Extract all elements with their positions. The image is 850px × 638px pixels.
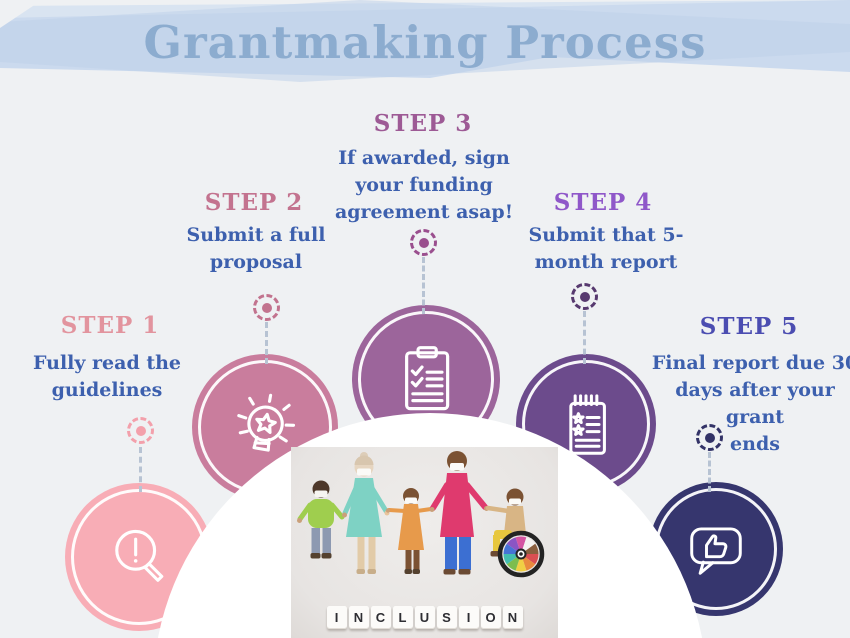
- letter-tile: N: [348, 606, 369, 629]
- letter-tile: C: [370, 606, 391, 629]
- letter-tile: I: [326, 606, 347, 629]
- step-2-connector-dot: [253, 294, 280, 321]
- step-1-connector-line: [139, 447, 142, 492]
- thumbs-up-bubble-icon: [690, 527, 742, 575]
- step-1-connector-dot: [127, 417, 154, 444]
- step-4-description: Submit that 5- month report: [528, 224, 684, 273]
- step-2-title: STEP 2: [204, 189, 304, 216]
- letter-tile: S: [436, 606, 457, 629]
- rainbow-wheel: [497, 530, 545, 578]
- step-5-description: Final report due 30 days after your gran…: [651, 352, 850, 455]
- clipboard-checklist-icon: [405, 346, 450, 411]
- step-5-connector-line: [708, 452, 711, 492]
- letter-tile: O: [480, 606, 501, 629]
- dot: [418, 237, 429, 248]
- step-1-title: STEP 1: [60, 312, 160, 339]
- paper-figure-man-pink: [429, 451, 489, 575]
- dot: [579, 291, 590, 302]
- magnifier-alert-icon: [115, 529, 164, 582]
- letter-tile: L: [392, 606, 413, 629]
- paper-figure-child-green: [297, 480, 345, 559]
- paper-figure-boy-wheelchair: [485, 488, 545, 578]
- step-3-description: If awarded, sign your funding agreement …: [334, 147, 514, 223]
- step-5-title: STEP 5: [699, 313, 799, 340]
- paper-figure-girl-orange: [385, 488, 433, 574]
- step-4-connector-dot: [571, 283, 598, 310]
- notebook-report-icon: [569, 394, 606, 455]
- banner-background: [0, 0, 850, 82]
- page-title: Grantmaking Process: [143, 16, 707, 69]
- step-3-connector-line: [422, 257, 425, 314]
- step-2-description: Submit a full proposal: [186, 224, 326, 273]
- step-4-title: STEP 4: [553, 189, 653, 216]
- letter-tile: N: [502, 606, 523, 629]
- dot: [261, 302, 272, 313]
- paper-people-illustration: [297, 451, 545, 578]
- step-2-connector-line: [265, 322, 268, 364]
- dot: [704, 432, 715, 443]
- step-3-connector-dot: [410, 229, 437, 256]
- step-5-connector-dot: [696, 424, 723, 451]
- lightbulb-idea-icon: [237, 393, 296, 452]
- letter-tile: I: [458, 606, 479, 629]
- banner-corner-notch: [0, 0, 42, 28]
- dot: [135, 425, 146, 436]
- step-3-title: STEP 3: [373, 110, 473, 137]
- paper-figure-woman-teal: [342, 452, 390, 574]
- step-1-description: Fully read the guidelines: [32, 352, 182, 401]
- step-4-connector-line: [583, 311, 586, 364]
- banner-shape-cross: [0, 0, 850, 82]
- letter-tile: U: [414, 606, 435, 629]
